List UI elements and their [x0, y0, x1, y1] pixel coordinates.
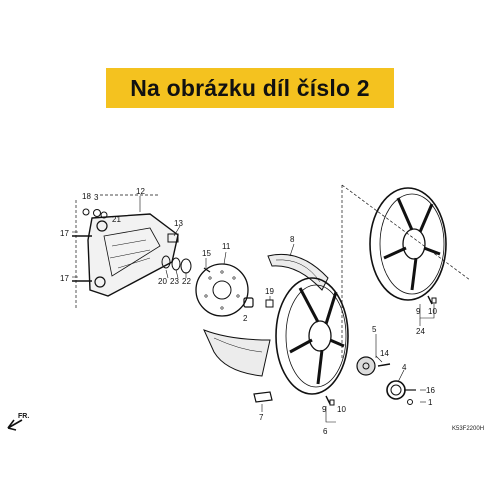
callout-15: 15: [202, 249, 211, 258]
callout-10-lower: 10: [337, 405, 346, 414]
banner-text: Na obrázku díl číslo 2: [130, 74, 370, 101]
callout-5: 5: [372, 325, 377, 334]
callout-21: 21: [112, 215, 121, 224]
callout-12: 12: [136, 187, 145, 196]
diagram-code: K53F2200H: [452, 426, 484, 432]
callout-3: 3: [94, 193, 99, 202]
callout-2: 2: [243, 314, 248, 323]
callout-4: 4: [402, 363, 407, 372]
callout-19: 19: [265, 287, 274, 296]
callout-24: 24: [416, 327, 425, 336]
callout-6: 6: [323, 427, 328, 436]
callout-18: 18: [82, 192, 91, 201]
callout-23: 23: [170, 277, 179, 286]
callout-11: 11: [222, 242, 231, 251]
callout-10-upper: 10: [428, 307, 437, 316]
callout-9-lower: 9: [322, 405, 327, 414]
callout-13: 13: [174, 219, 183, 228]
callout-9-upper: 9: [416, 307, 421, 316]
callout-14: 14: [380, 349, 389, 358]
callout-16: 16: [426, 386, 435, 395]
callout-17-upper: 17: [60, 229, 69, 238]
callout-20: 20: [158, 277, 167, 286]
front-direction-label: FR.: [18, 413, 29, 420]
callout-8: 8: [290, 235, 295, 244]
callout-7: 7: [259, 413, 264, 422]
part-number-banner: Na obrázku díl číslo 2: [106, 68, 394, 108]
callout-17-lower: 17: [60, 274, 69, 283]
callout-22: 22: [182, 277, 191, 286]
callout-1: 1: [428, 398, 433, 407]
